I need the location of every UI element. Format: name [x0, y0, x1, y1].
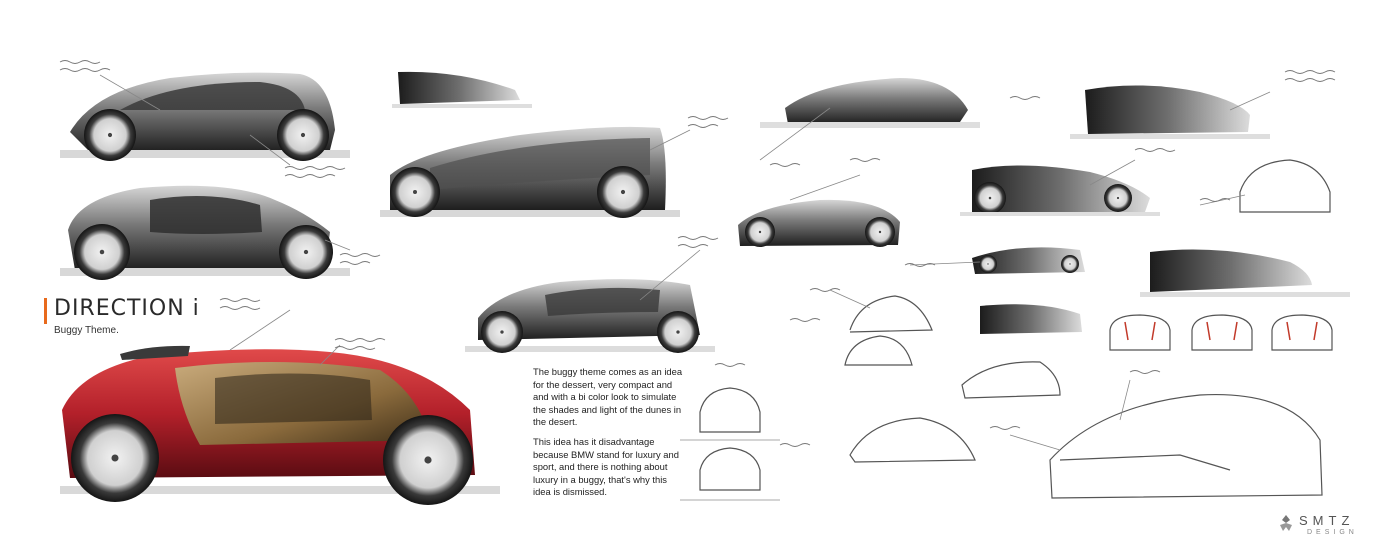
- description-paragraph-1: The buggy theme comes as an idea for the…: [533, 366, 683, 428]
- sketch-car-1: [60, 72, 350, 161]
- brand-sub: DESIGN: [1307, 529, 1358, 536]
- red-accent-lines: [1124, 321, 1318, 341]
- sketch-car-2: [380, 126, 680, 218]
- page-title: DIRECTION i: [54, 296, 200, 321]
- logo-mark-icon: [1280, 515, 1292, 531]
- sketch-hero-buggy: [60, 345, 500, 505]
- line-sketches: [680, 159, 1333, 501]
- page-subtitle: Buggy Theme.: [54, 325, 119, 336]
- sketch-car-6: [1070, 85, 1270, 139]
- annotation-leaders: [99, 74, 1271, 451]
- sketch-car-3: [60, 185, 350, 280]
- handwritten-notes: [59, 60, 1336, 447]
- brand-logo: SMTZ DESIGN: [1277, 512, 1377, 542]
- sketch-car-8: [738, 199, 900, 247]
- description-paragraph-2: This idea has it disadvantage because BM…: [533, 436, 679, 498]
- sketch-car-10: [1140, 249, 1350, 297]
- sketch-car-5: [760, 78, 980, 128]
- sketch-car-7: [960, 165, 1160, 216]
- sketch-car-11: [980, 304, 1082, 334]
- sketch-car-4: [465, 279, 715, 353]
- title-accent-bar: [44, 298, 47, 324]
- sketch-thumb-1: [392, 71, 532, 108]
- brand-name: SMTZ: [1299, 513, 1355, 528]
- sketch-car-9: [972, 247, 1085, 274]
